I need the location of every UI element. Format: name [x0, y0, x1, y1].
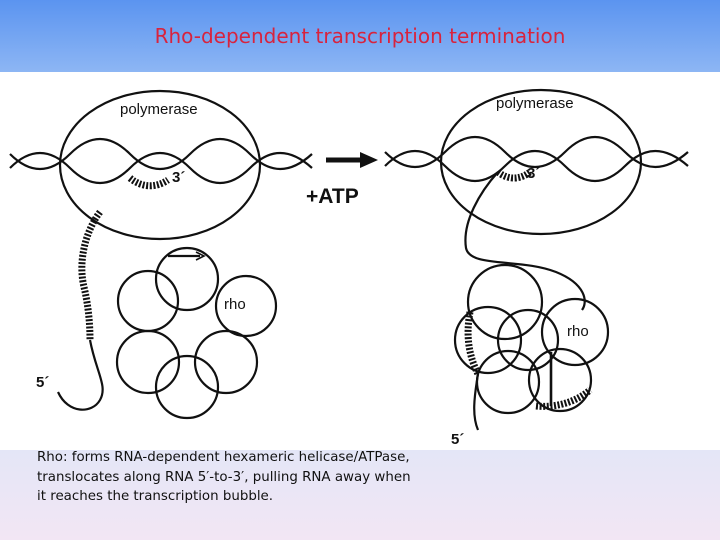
right-rho-subunit-2 [453, 305, 523, 375]
left-panel [9, 89, 313, 420]
left-rho-subunit-6 [154, 354, 220, 420]
right-five-prime-label: 5´ [451, 431, 464, 448]
caption-line-1: Rho: forms RNA-dependent hexameric helic… [37, 450, 410, 465]
right-rho-subunit-4 [540, 297, 610, 367]
left-polymerase-label: polymerase [120, 101, 198, 118]
reaction-arrow-head [360, 152, 378, 168]
caption-line-3: it reaches the transcription bubble. [37, 489, 274, 504]
right-rna-dna-hybrid [495, 169, 533, 182]
right-panel [384, 88, 689, 431]
left-rho-subunit-3 [116, 269, 180, 333]
right-rho-subunit-1 [466, 263, 544, 341]
left-rho-subunit-5 [193, 329, 259, 395]
left-rho-subunit-4 [115, 329, 181, 395]
right-dna-strand-b [384, 150, 689, 182]
left-polymerase-ellipse [58, 89, 262, 241]
left-dna-strand-a [9, 138, 313, 170]
diagram-svg: polymerase 3´ rho 5´ +ATP polymerase 3´ … [9, 88, 689, 448]
atp-label: +ATP [306, 185, 359, 208]
left-rho-subunit-2 [214, 274, 278, 338]
left-rho-subunit-1 [154, 246, 220, 312]
caption-line-2: translocates along RNA 5′-to-3′, pulling… [37, 469, 411, 485]
left-rho-arrow-head [195, 251, 206, 261]
left-rna-tail [56, 339, 104, 411]
left-rna-dna-hybrid [127, 175, 170, 190]
right-polymerase-label: polymerase [496, 95, 574, 112]
left-rna-bound [78, 209, 103, 341]
left-five-prime-label: 5´ [36, 374, 49, 391]
slide-title: Rho-dependent transcription termination [154, 24, 566, 48]
right-rna-tail [473, 373, 480, 431]
right-rna-bound-bottom [535, 387, 593, 410]
caption: Rho: forms RNA-dependent hexameric helic… [37, 448, 457, 507]
right-rho-label: rho [567, 323, 589, 340]
left-rho-label: rho [224, 296, 246, 313]
right-rho-subunit-6 [527, 347, 593, 413]
reaction-arrow [326, 152, 378, 168]
left-dna-strand-b [9, 152, 313, 184]
right-rna-thread [464, 171, 586, 311]
right-three-prime-label: 3´ [527, 165, 540, 182]
right-rho-subunit-3 [496, 308, 560, 372]
right-rna-bound-left [464, 311, 482, 376]
left-three-prime-label: 3´ [172, 169, 185, 186]
right-dna-strand-a [384, 136, 689, 168]
termination-diagram: polymerase 3´ rho 5´ +ATP polymerase 3´ … [0, 72, 720, 450]
